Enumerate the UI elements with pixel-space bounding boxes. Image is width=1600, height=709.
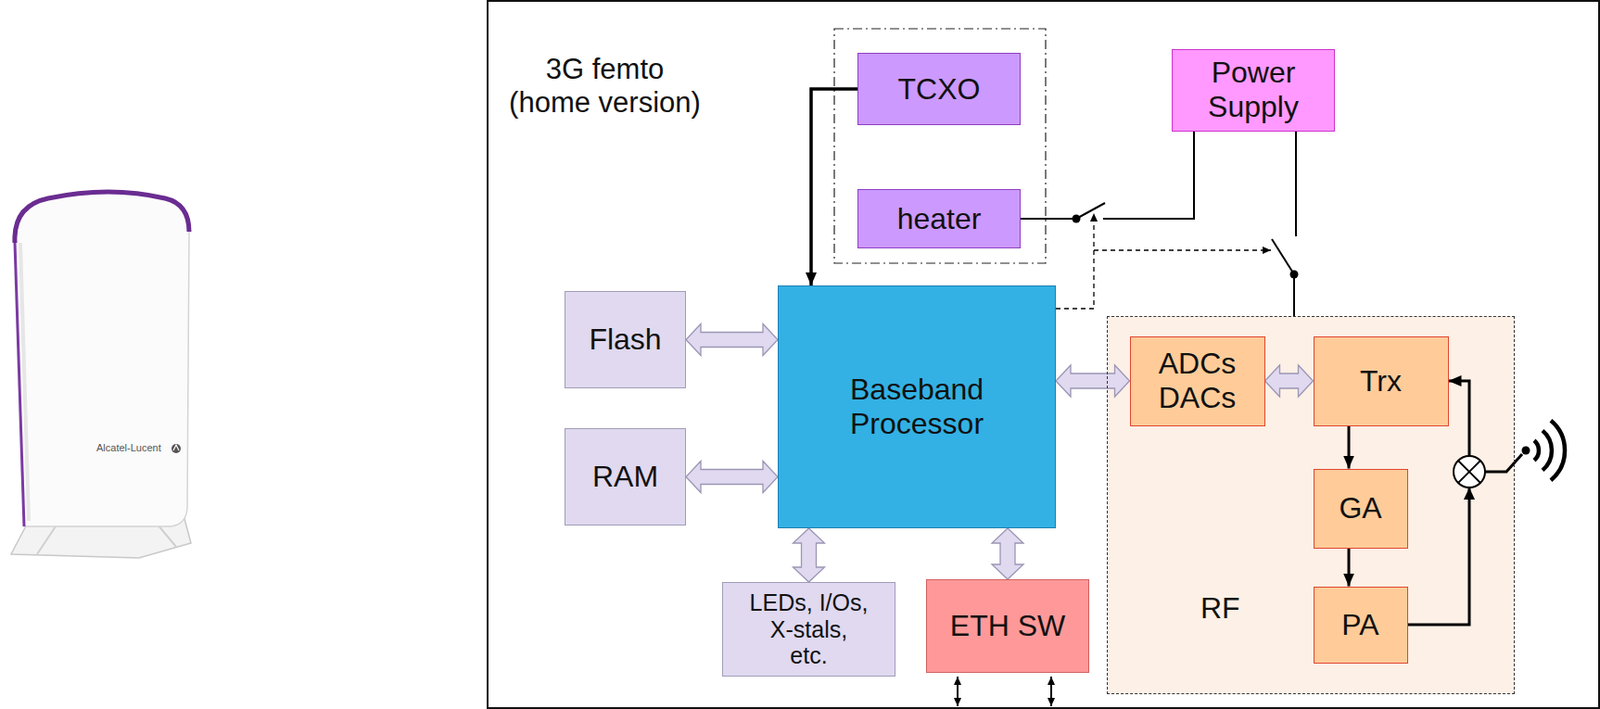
processor-box: Baseband Processor (777, 285, 1056, 529)
brand-label: Alcatel-Lucent (96, 442, 162, 454)
rf-region: RF ADCs DACs TrxGA PA (1106, 316, 1515, 695)
signal-line (811, 88, 858, 286)
switch-blade (1076, 203, 1105, 219)
signal-line (1347, 426, 1351, 470)
switch-blade (1271, 239, 1295, 275)
memory-box: Flash (564, 291, 686, 389)
brand-logo (171, 444, 181, 454)
region-label: RF (1200, 591, 1241, 626)
port-arrow (1050, 676, 1053, 707)
amplifier-box: PA (1313, 586, 1409, 664)
bus-arrow (685, 461, 778, 494)
bus-arrow (685, 324, 778, 356)
radio-wave (1534, 440, 1539, 460)
bus-arrow (793, 528, 826, 583)
box-label: Trx (1359, 364, 1402, 399)
box-label: PA (1341, 608, 1379, 643)
box-label: heater (897, 202, 982, 237)
bus-arrow (1265, 365, 1314, 397)
device-illustration (11, 191, 191, 559)
signal-line (1347, 548, 1351, 587)
edge-layer (685, 88, 1470, 625)
box-label: ADCs DACs (1158, 346, 1237, 416)
signal-line (1294, 131, 1296, 318)
region-ground (1106, 316, 1515, 695)
control-line (1055, 213, 1094, 309)
stand-edge (37, 524, 177, 555)
peripheral-box: LEDs, I/Os, X-stals, etc. (722, 582, 896, 677)
box-label: TCXO (898, 72, 981, 107)
box-label: Power Supply (1207, 55, 1299, 125)
radio-wave (1542, 431, 1552, 471)
transceiver-box: Trx (1313, 336, 1449, 427)
ground-layer (1106, 316, 1515, 695)
duplexer-input-head (1463, 487, 1475, 500)
frame-heading: 3G femto (home version) (508, 52, 701, 119)
heater-box: heater (857, 189, 1021, 249)
bus-arrow (1055, 365, 1131, 397)
box-label: RAM (592, 459, 659, 495)
duplexer-symbol (1453, 456, 1486, 500)
duplexer-cross (1458, 460, 1481, 483)
box-label: Flash (588, 322, 661, 357)
oscillator-box: TCXO (857, 52, 1021, 126)
device-rim (14, 191, 190, 243)
duplexer-circle (1453, 456, 1486, 488)
radio-wave (1550, 420, 1565, 481)
signal-line (1020, 131, 1194, 220)
antenna-feed (1485, 454, 1523, 472)
power-box: Power Supply (1171, 49, 1335, 132)
device-side-shade (20, 242, 29, 521)
bus-arrow (991, 528, 1024, 580)
box-label: GA (1338, 491, 1382, 526)
oven-enclosure (834, 28, 1046, 264)
brand-logo-mark (173, 444, 179, 451)
antenna-symbol (1485, 420, 1565, 481)
box-label: ETH SW (950, 609, 1066, 644)
switch-box: ETH SW (926, 579, 1090, 674)
device-body (14, 191, 190, 527)
port-arrow (956, 676, 959, 707)
antenna-dot (1522, 446, 1531, 456)
control-line (1093, 249, 1271, 251)
box-label: LEDs, I/Os, X-stals, etc. (749, 589, 869, 670)
box-label: Baseband Processor (850, 372, 984, 442)
memory-box: RAM (564, 428, 686, 526)
amplifier-box: GA (1313, 469, 1409, 549)
device-frame: 3G femto (home version) TCXO Power Supply h… (486, 0, 1600, 709)
converter-box: ADCs DACs (1130, 336, 1266, 427)
